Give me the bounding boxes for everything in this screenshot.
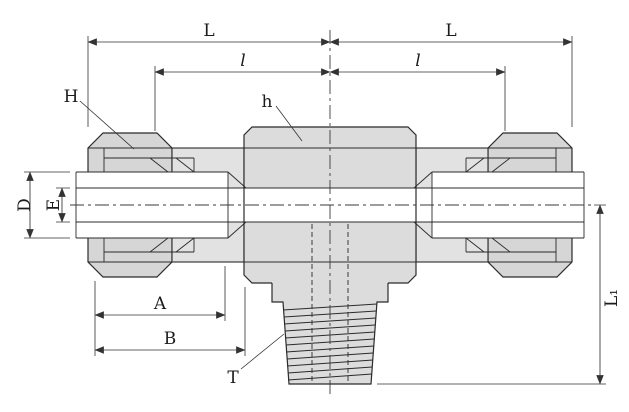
left-ferrules	[149, 157, 195, 253]
right-tube-outline	[431, 171, 585, 239]
dim-label-B: B	[164, 329, 177, 349]
right-nut-hex-flat-lines	[488, 147, 572, 263]
dimensions: L L l l H h D E A B T L₁	[15, 21, 622, 388]
dim-label-L-left: L	[203, 21, 214, 41]
leader-H	[79, 100, 135, 150]
dim-label-l-right: l	[415, 51, 420, 71]
left-nut-hex-flat-lines	[88, 147, 172, 263]
dim-label-l-left: l	[240, 51, 245, 71]
dim-label-L-right: L	[445, 21, 456, 41]
bore-cone-transitions	[227, 171, 433, 239]
left-tube-outline	[75, 171, 229, 239]
ferrule-details	[103, 148, 557, 262]
dim-label-T: T	[227, 368, 239, 388]
dim-label-D: D	[15, 198, 35, 212]
dim-label-L1: L₁	[602, 289, 622, 307]
dim-label-A: A	[153, 294, 167, 314]
centerlines	[70, 30, 592, 398]
leader-h	[275, 105, 303, 142]
dim-label-H: H	[64, 87, 79, 107]
right-nut-counterbore	[465, 148, 557, 262]
dim-label-E: E	[44, 199, 64, 211]
tube-and-bore	[75, 171, 585, 239]
branch-bore-hidden-lines	[311, 224, 349, 384]
dim-label-h: h	[262, 92, 273, 112]
left-nut-counterbore	[103, 148, 195, 262]
leader-T	[240, 333, 285, 370]
center-body-outline	[243, 126, 417, 284]
right-ferrules	[465, 157, 511, 253]
